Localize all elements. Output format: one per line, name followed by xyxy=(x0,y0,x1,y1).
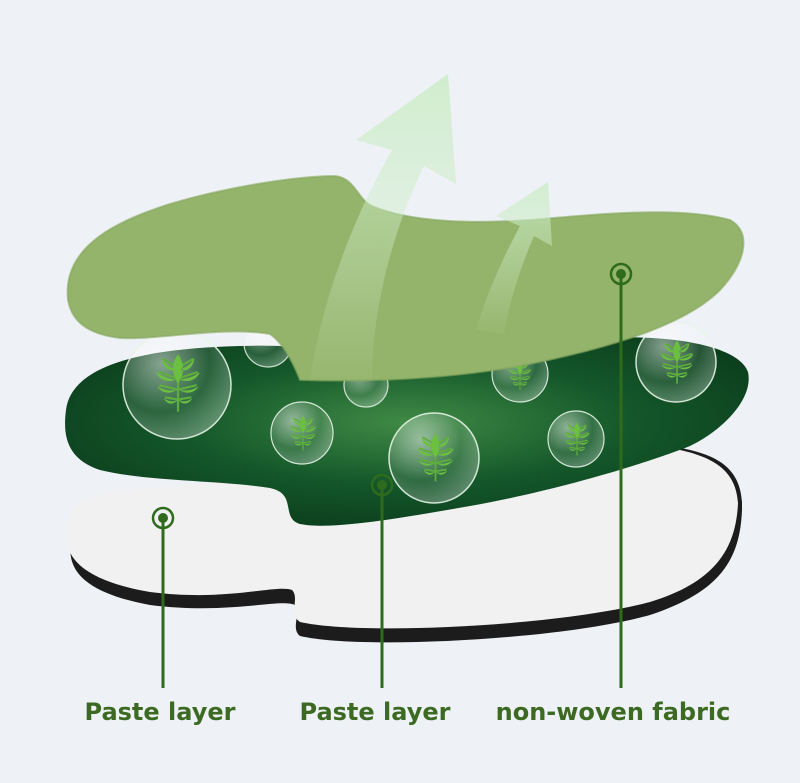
target-marker-icon xyxy=(151,506,175,530)
bubble-icon xyxy=(635,321,717,403)
arrow-up-icon xyxy=(476,182,552,334)
label-paste-layer-middle: Paste layer xyxy=(299,698,451,726)
base-layer xyxy=(66,448,743,643)
bubble-icon xyxy=(547,410,605,468)
target-marker-icon xyxy=(370,473,394,497)
fabric-layer xyxy=(66,174,745,382)
target-marker-icon xyxy=(609,262,633,286)
leader-middle xyxy=(370,473,394,688)
bubble-group xyxy=(122,318,717,504)
label-paste-layer-left: Paste layer xyxy=(84,698,236,726)
bubble-icon xyxy=(388,412,480,504)
leader-right xyxy=(609,262,633,688)
label-non-woven-fabric: non-woven fabric xyxy=(495,698,731,726)
bubble-icon xyxy=(122,330,232,440)
leader-left xyxy=(151,506,175,688)
arrow-up-icon xyxy=(310,74,456,380)
bubble-icon xyxy=(270,401,334,465)
